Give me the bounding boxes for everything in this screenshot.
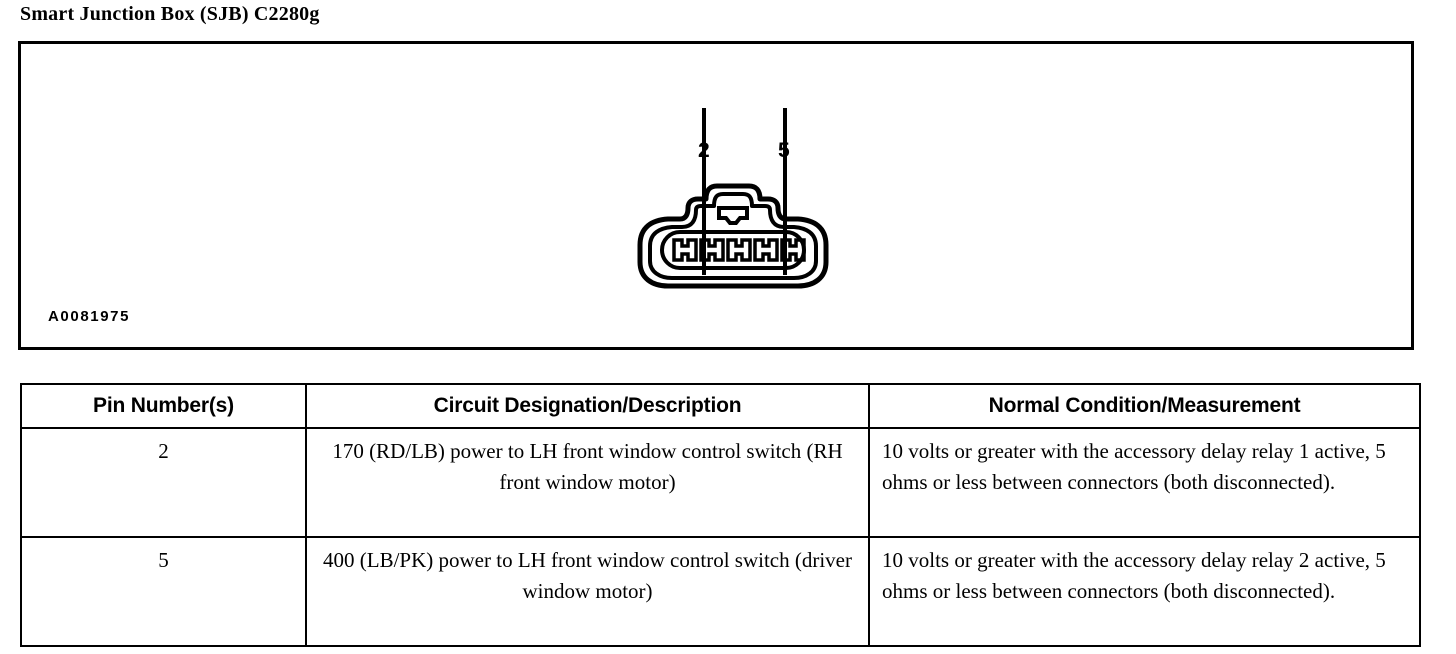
page-title: Smart Junction Box (SJB) C2280g [20,3,320,25]
connector-latch-detail [717,206,749,225]
terminal-slot-4 [753,238,779,262]
table-row: 2 170 (RD/LB) power to LH front window c… [20,427,1421,538]
callout-label-pin-2: 2 [698,139,710,162]
connector-svg [637,108,829,289]
terminal-slot-2 [699,238,725,262]
connector-housing [637,183,829,289]
column-header-normal-condition: Normal Condition/Measurement [868,383,1421,429]
table-header-row: Pin Number(s) Circuit Designation/Descri… [20,383,1421,429]
cell-circuit-description: 170 (RD/LB) power to LH front window con… [305,427,870,538]
connector-illustration [618,96,848,296]
callout-label-pin-5: 5 [778,139,790,162]
terminal-slots [672,238,806,262]
terminal-slot-1 [672,238,698,262]
column-header-circuit-designation: Circuit Designation/Description [305,383,870,429]
connector-housing-inner-outline [648,192,818,280]
column-header-pin-number: Pin Number(s) [20,383,307,429]
diagram-reference-code: A0081975 [48,308,131,325]
cell-circuit-description: 400 (LB/PK) power to LH front window con… [305,536,870,647]
terminal-slot-3 [726,238,752,262]
terminal-slot-5 [780,238,806,262]
pin-specification-table: Pin Number(s) Circuit Designation/Descri… [20,383,1421,647]
connector-diagram-panel: 2 5 A0081975 [18,41,1414,350]
cell-normal-condition: 10 volts or greater with the accessory d… [868,536,1421,647]
table-row: 5 400 (LB/PK) power to LH front window c… [20,536,1421,647]
cell-pin-number: 2 [20,427,307,538]
cell-normal-condition: 10 volts or greater with the accessory d… [868,427,1421,538]
cell-pin-number: 5 [20,536,307,647]
